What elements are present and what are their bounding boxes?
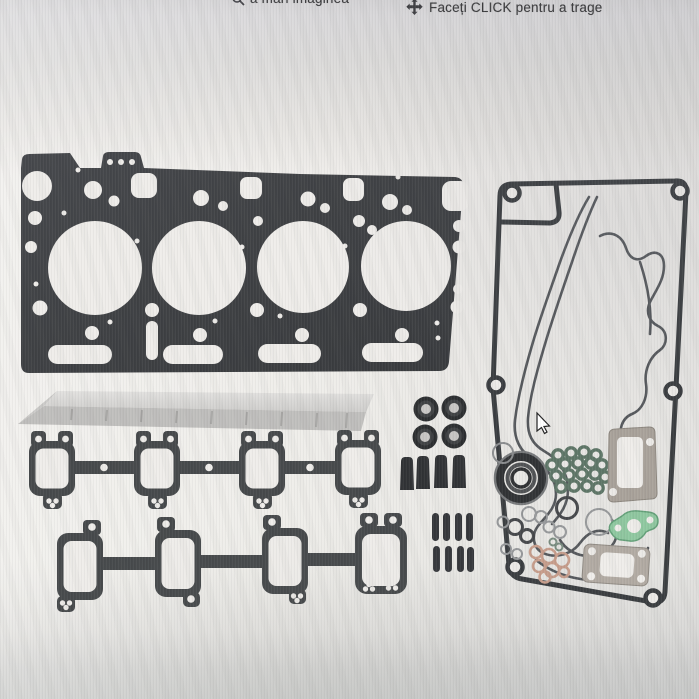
zoom-hint: a mări imaginea [231, 0, 349, 6]
water-pump-gasket-mint [608, 510, 659, 542]
manifold-port [57, 520, 103, 612]
magnifier-icon [232, 0, 245, 6]
manifold-port [355, 513, 407, 594]
manifold-port [239, 431, 285, 509]
stud-set-upper [432, 513, 473, 541]
cylinder-head-gasket [21, 152, 469, 373]
drag-hint: Faceți CLICK pentru a trage [405, 0, 602, 16]
stud-set-lower [433, 546, 474, 572]
intake-gasket-strip [18, 391, 374, 431]
zoom-hint-label: a mări imaginea [250, 0, 349, 6]
drag-hint-label: Faceți CLICK pentru a trage [429, 0, 603, 15]
assorted-o-rings [496, 496, 613, 584]
crankshaft-seal [492, 442, 549, 506]
move-arrows-icon [406, 0, 423, 15]
turbo-flange-gasket [581, 543, 651, 587]
rubber-caps [400, 455, 466, 490]
arrow-cursor [536, 411, 551, 435]
valve-stem-seals [412, 395, 467, 450]
manifold-port [134, 431, 180, 509]
green-o-ring-set [545, 445, 612, 495]
viewer-hint-bar: a mări imaginea Faceți CLICK pentru a tr… [0, 0, 699, 16]
housing-gasket-gray [607, 426, 658, 503]
valve-cover-gasket [486, 178, 690, 608]
manifold-port [335, 430, 381, 508]
exhaust-manifold-gasket-lower [57, 513, 407, 612]
manifold-port [29, 431, 75, 509]
exhaust-manifold-gasket-upper [29, 430, 381, 509]
manifold-port [262, 515, 308, 604]
manifold-port [155, 517, 201, 607]
